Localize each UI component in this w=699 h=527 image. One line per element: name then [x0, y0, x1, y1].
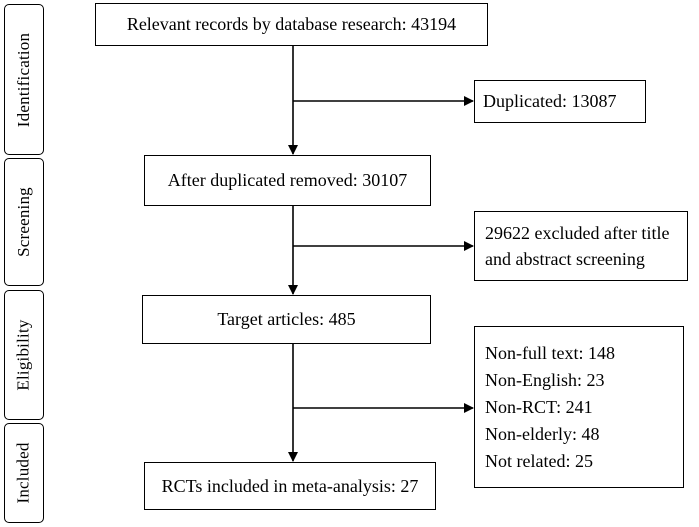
- eligibility-excluded-item: Non-English: 23: [485, 369, 605, 390]
- stage-screening-label: Screening: [14, 187, 33, 257]
- eligibility-excluded-item: Non-full text: 148: [485, 342, 615, 363]
- stage-included-label: Included: [14, 442, 34, 504]
- eligibility-excluded-box: Non-full text: 148 Non-English: 23 Non-R…: [474, 326, 684, 488]
- screening-excluded-box: 29622 excluded after title and abstract …: [474, 211, 688, 281]
- stage-eligibility-label: Eligibility: [14, 319, 33, 391]
- target-articles-text: Target articles: 485: [217, 309, 356, 329]
- duplicated-text: Duplicated: 13087: [483, 91, 617, 111]
- included-rcts-text: RCTs included in meta-analysis: 27: [161, 475, 419, 496]
- duplicated-box: Duplicated: 13087: [474, 80, 646, 123]
- records-text: Relevant records by database research: 4…: [126, 14, 457, 34]
- stage-identification-label: Identification: [14, 32, 33, 127]
- stage-eligibility: Eligibility: [4, 290, 44, 420]
- eligibility-excluded-item: Non-RCT: 241: [485, 396, 593, 417]
- records-box: Relevant records by database research: 4…: [95, 3, 488, 46]
- screening-excluded-line1: 29622 excluded after title: [485, 223, 670, 243]
- stage-included: Included: [4, 423, 44, 523]
- eligibility-excluded-item: Non-elderly: 48: [485, 423, 600, 444]
- after-duplicates-box: After duplicated removed: 30107: [144, 155, 431, 206]
- stage-screening: Screening: [4, 158, 44, 286]
- stage-identification: Identification: [4, 4, 44, 155]
- target-articles-box: Target articles: 485: [142, 295, 431, 344]
- screening-excluded-line2: and abstract screening: [485, 249, 645, 269]
- after-duplicates-text: After duplicated removed: 30107: [167, 170, 408, 190]
- included-rcts-box: RCTs included in meta-analysis: 27: [144, 462, 436, 510]
- eligibility-excluded-item: Not related: 25: [485, 450, 593, 471]
